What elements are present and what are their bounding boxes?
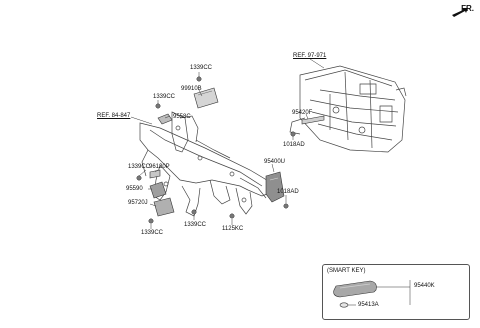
label-95720j: 95720J: [128, 200, 148, 206]
sensor-95420f: [301, 115, 325, 125]
label-1339cc: 1339CC: [128, 164, 151, 170]
label-ref-84-847: REF. 84-847: [97, 113, 131, 119]
sensor-9558c: [157, 113, 173, 125]
module-95590: [149, 181, 167, 199]
label-95440k: 95440K: [414, 283, 435, 289]
label-95590: 95590: [126, 186, 143, 192]
smart-key-inset: (SMART KEY): [322, 264, 470, 320]
smart-key-fob: [333, 280, 377, 298]
label-ref-97-971: REF. 97-971: [293, 53, 327, 59]
label-1018ad: 1018AD: [283, 142, 305, 148]
label-1339cc: 1339CC: [190, 65, 213, 71]
label-1339cc: 1339CC: [153, 94, 176, 100]
label-95413a: 95413A: [358, 302, 379, 308]
module-99910b: [193, 87, 219, 109]
leader-lines: [130, 58, 325, 229]
label-1339cc: 1339CC: [141, 230, 164, 236]
front-direction-label: FR.: [461, 4, 474, 13]
smart-key-title: (SMART KEY): [327, 268, 366, 274]
part-96120p: [149, 169, 161, 179]
module-95720j: [153, 197, 175, 217]
front-arrow-icon: [452, 8, 468, 17]
label-9558c: 9558C: [173, 114, 191, 120]
label-95420f: 95420F: [292, 110, 313, 116]
label-1125kc: 1125KC: [222, 226, 244, 232]
label-1018ad: 1018AD: [277, 189, 299, 195]
label-95400u: 95400U: [264, 159, 286, 165]
module-95400u: [265, 171, 285, 203]
label-99910b: 99910B: [181, 86, 202, 92]
label-1339cc: 1339CC: [184, 222, 207, 228]
label-96120p: 96120P: [149, 164, 170, 170]
cowl-cross-bar: [139, 111, 273, 217]
hvac-module: [289, 65, 407, 153]
smart-key-leaders: [348, 280, 411, 306]
